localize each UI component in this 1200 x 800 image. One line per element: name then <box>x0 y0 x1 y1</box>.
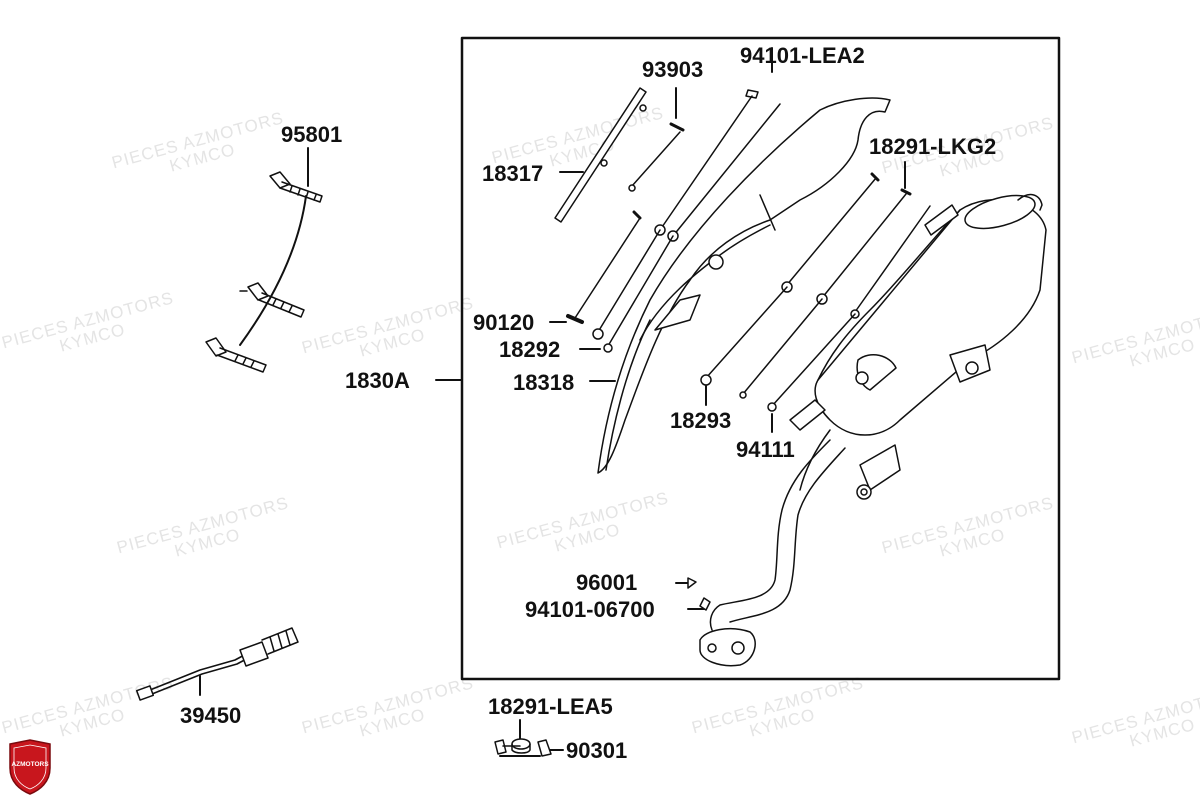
bolt-2 <box>239 282 305 318</box>
label-18292: 18292 <box>499 337 561 362</box>
label-94101-LEA2: 94101-LEA2 <box>740 43 865 68</box>
label-94111: 94111 <box>736 437 795 462</box>
azmotors-logo: AZMOTORS <box>9 739 51 795</box>
bolt-1 <box>269 171 323 203</box>
label-18293: 18293 <box>670 408 732 433</box>
label-18318: 18318 <box>513 370 575 395</box>
label-95801: 95801 <box>281 122 343 147</box>
label-94101-06700: 94101-06700 <box>525 597 655 622</box>
bottom-bolts <box>494 719 564 757</box>
clamp-bolts-18291 <box>700 161 931 433</box>
o2-sensor-39450 <box>135 627 299 701</box>
assembly-frame <box>460 36 1061 681</box>
label-96001: 96001 <box>576 570 638 595</box>
logo-text: AZMOTORS <box>11 761 49 768</box>
bolt-3 <box>205 337 267 373</box>
label-90120: 90120 <box>473 310 535 335</box>
shield-fasteners <box>549 47 781 382</box>
heat-shield-18318 <box>597 97 891 474</box>
trim-strip-18317 <box>554 87 647 223</box>
exhaust-pipe <box>675 439 846 667</box>
label-90301: 90301 <box>566 738 628 763</box>
label-93903: 93903 <box>642 57 704 82</box>
label-1830A: 1830A <box>345 368 410 393</box>
muffler <box>789 193 1047 500</box>
label-39450: 39450 <box>180 703 242 728</box>
label-18291-LKG2: 18291-LKG2 <box>869 134 997 159</box>
label-18291-LEA5: 18291-LEA5 <box>488 694 613 719</box>
label-18317: 18317 <box>482 161 544 186</box>
bolt-95801-group <box>205 147 323 373</box>
